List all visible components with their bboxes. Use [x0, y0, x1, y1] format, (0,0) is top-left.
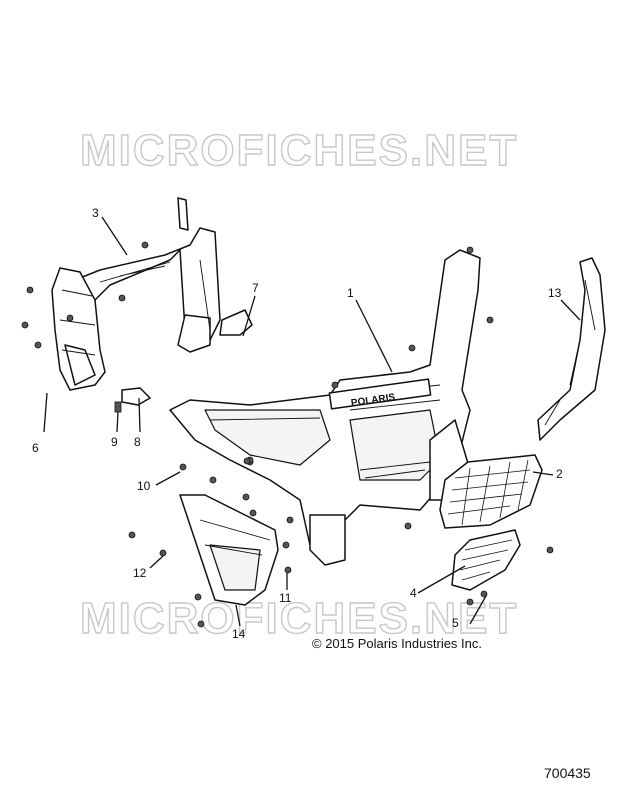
callout-2: 2: [556, 467, 563, 481]
callout-8: 8: [134, 435, 141, 449]
callout-4: 4: [410, 586, 417, 600]
part-3-bracket: [74, 197, 221, 353]
copyright-text: © 2015 Polaris Industries Inc.: [312, 636, 482, 651]
callout-3: 3: [92, 206, 99, 220]
callout-6: 6: [32, 441, 39, 455]
part-14-lower-fascia: [179, 494, 279, 606]
part-6-side-panel: [51, 267, 106, 391]
part-4-lower-grille: [451, 529, 521, 591]
watermark-bottom: MICROFICHES.NET: [80, 594, 518, 643]
callout-12: 12: [133, 566, 147, 580]
part-1-front-bumper: POLARIS: [169, 249, 481, 566]
leader-lines: [43, 216, 581, 627]
callout-9: 9: [111, 435, 118, 449]
callout-5: 5: [452, 616, 459, 630]
part-8-clip: [121, 387, 151, 406]
part-7-small-bracket: [219, 309, 253, 336]
part-9-bolt: [114, 401, 122, 413]
part-13-side-trim: [537, 257, 606, 441]
callout-10: 10: [137, 479, 151, 493]
callout-labels: 1 2 3 4 5 6 7 8 9 10 11 12 13 14: [32, 206, 563, 641]
callout-14: 14: [232, 627, 246, 641]
watermark-top: MICROFICHES.NET: [80, 126, 518, 175]
callout-1: 1: [347, 286, 354, 300]
part-2-grille-insert: [439, 454, 543, 529]
figure-number: 700435: [544, 765, 591, 781]
callout-13: 13: [548, 286, 562, 300]
fasteners: [21, 241, 554, 628]
callout-7: 7: [252, 281, 259, 295]
callout-11: 11: [279, 591, 292, 605]
